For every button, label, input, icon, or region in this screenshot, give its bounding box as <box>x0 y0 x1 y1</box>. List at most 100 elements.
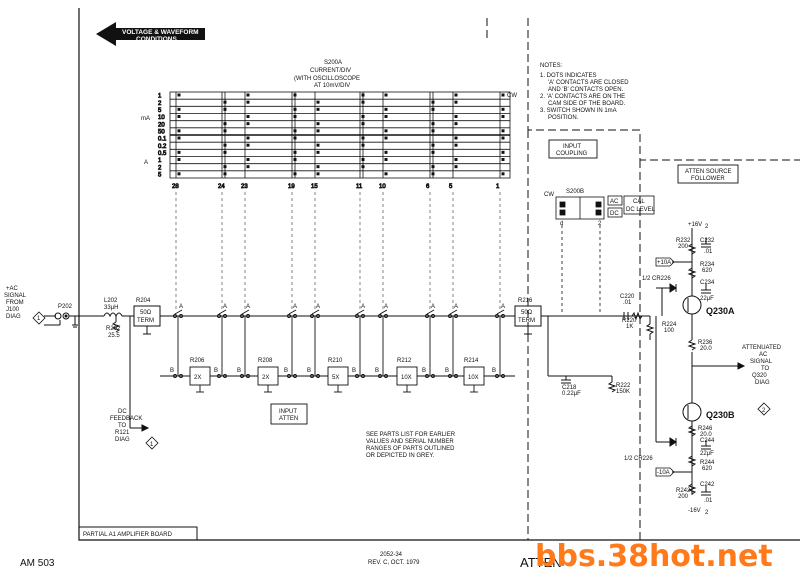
contact-dot <box>177 172 181 176</box>
watermark: bbs.38hot.net <box>535 539 773 572</box>
minus16-sub: 2 <box>705 510 709 516</box>
contact-dot <box>361 115 365 118</box>
r246-value: 20.0 <box>700 432 712 438</box>
r222-value: 150K <box>616 389 630 395</box>
plus16-label: +16V <box>688 222 702 228</box>
attenuator-ref: R212 <box>397 358 412 364</box>
input-atten-label-2: ATTEN <box>279 416 298 422</box>
input-coupling-box <box>548 139 598 159</box>
contact-dot <box>316 150 320 154</box>
model-label: AM 503 <box>20 558 55 569</box>
r204-term-a: 50Ω <box>140 310 152 316</box>
contact-dot <box>246 143 250 147</box>
r246-label: R246 <box>698 426 713 432</box>
out-line-2: AC <box>759 352 768 358</box>
contact-b-label: B <box>284 368 288 374</box>
contact-b-label: B <box>422 368 426 374</box>
contact-dot <box>361 100 365 104</box>
ref-diamond-feedback <box>145 436 159 450</box>
r244-value: 620 <box>702 466 713 472</box>
contact-number: 1 <box>496 184 500 190</box>
contact-a-label: A <box>246 304 250 310</box>
attenuator-ref: R208 <box>258 358 273 364</box>
attenuator-label: 10X <box>401 375 412 381</box>
source-follower <box>655 228 746 496</box>
contact-dot <box>431 143 435 147</box>
input-signal-line-4: J100 <box>6 307 20 313</box>
s200b-ref: S200B <box>566 189 584 195</box>
c218-label: C218 <box>562 385 577 391</box>
contact-number: 10 <box>379 184 386 190</box>
attenuator-label: 5X <box>332 375 339 381</box>
q230a-label: Q230A <box>706 306 735 316</box>
contact-a-label: A <box>454 304 458 310</box>
contact-dot <box>223 143 227 147</box>
c220-label: C220 <box>620 294 635 300</box>
contact-dot <box>384 93 388 97</box>
s200a-sub-1: (WITH OSCILLOSCOPE <box>294 76 360 82</box>
s200a-cw: CW <box>507 93 517 99</box>
contact-dot <box>501 129 505 133</box>
s200b-contact-2: 2 <box>598 221 602 227</box>
l202-value: 33μH <box>104 305 118 311</box>
contact-dot <box>501 93 505 97</box>
contact-dot <box>246 100 250 104</box>
contact-dot <box>454 158 458 161</box>
contact-dot <box>501 172 505 176</box>
r236-value: 20.0 <box>700 346 712 352</box>
s200a-unit-a: A <box>144 160 148 166</box>
contact-dot <box>431 165 435 169</box>
out-line-1: ATTENUATED <box>742 345 782 351</box>
contact-dot <box>177 136 181 140</box>
tag-10b: -10A <box>657 470 670 476</box>
contact-a-label: A <box>223 304 227 310</box>
contact-dot <box>361 158 365 161</box>
contact-dot <box>431 150 435 154</box>
feedback-line-5: DIAG <box>115 437 130 443</box>
doc-number: 2052-34 <box>380 552 403 558</box>
contact-dot <box>361 165 365 169</box>
row-label: 0.2 <box>158 144 167 150</box>
s200b-ac: AC <box>610 199 619 205</box>
feedback-line-2: FEEDBACK <box>110 416 142 422</box>
q230b-label: Q230B <box>706 410 735 420</box>
contact-dot <box>246 122 250 126</box>
contact-dot <box>501 158 505 161</box>
r202-label: R202 <box>106 326 121 332</box>
input-signal-line-5: DIAG <box>6 314 21 320</box>
note-1c: AND 'B' CONTACTS OPEN. <box>548 87 624 93</box>
contact-dot <box>316 172 320 176</box>
contact-dot <box>223 107 227 111</box>
atten-source-label-1: ATTEN SOURCE <box>685 169 732 175</box>
r242-value: 200 <box>678 494 689 500</box>
contact-a-label: A <box>384 304 388 310</box>
r242-label: R242 <box>676 488 691 494</box>
contact-b-label: B <box>237 368 241 374</box>
r220-value: 1K <box>626 324 633 330</box>
input-signal-ref: 1 <box>37 316 41 322</box>
s200a-unit-ma: mA <box>141 116 150 122</box>
r222-label: R222 <box>616 383 631 389</box>
contact-dot <box>431 107 435 111</box>
signal-path <box>44 305 655 432</box>
contact-dot <box>431 100 435 104</box>
ref-diamond-2 <box>757 402 771 416</box>
banner-arrow[interactable] <box>96 22 205 46</box>
p202-label: P202 <box>58 304 73 310</box>
parts-note-4: OR DEPICTED IN GREY. <box>366 453 435 459</box>
contact-b-label: B <box>375 368 379 374</box>
contact-dot <box>177 158 181 161</box>
cr226-top-label: 1/2 CR226 <box>642 276 671 282</box>
contact-dot <box>454 115 458 118</box>
l202-label: L202 <box>104 298 118 304</box>
contact-b-label: B <box>170 368 174 374</box>
s200b-contact-d: d <box>560 221 563 227</box>
r216-term-a: 50Ω <box>521 310 533 316</box>
contact-dot <box>223 172 227 176</box>
feedback-ref: 1 <box>150 442 154 448</box>
contact-dot <box>431 129 435 133</box>
contact-dot <box>454 122 458 126</box>
contact-dot <box>501 115 505 118</box>
contact-dot <box>293 129 297 133</box>
